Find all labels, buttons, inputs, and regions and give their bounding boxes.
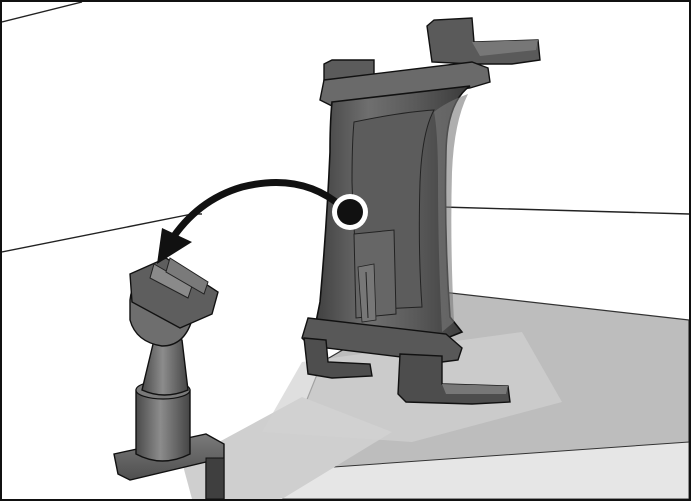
pivot-dot-icon — [332, 194, 368, 230]
mount-post — [114, 258, 224, 499]
curved-arrow-icon — [157, 183, 342, 265]
